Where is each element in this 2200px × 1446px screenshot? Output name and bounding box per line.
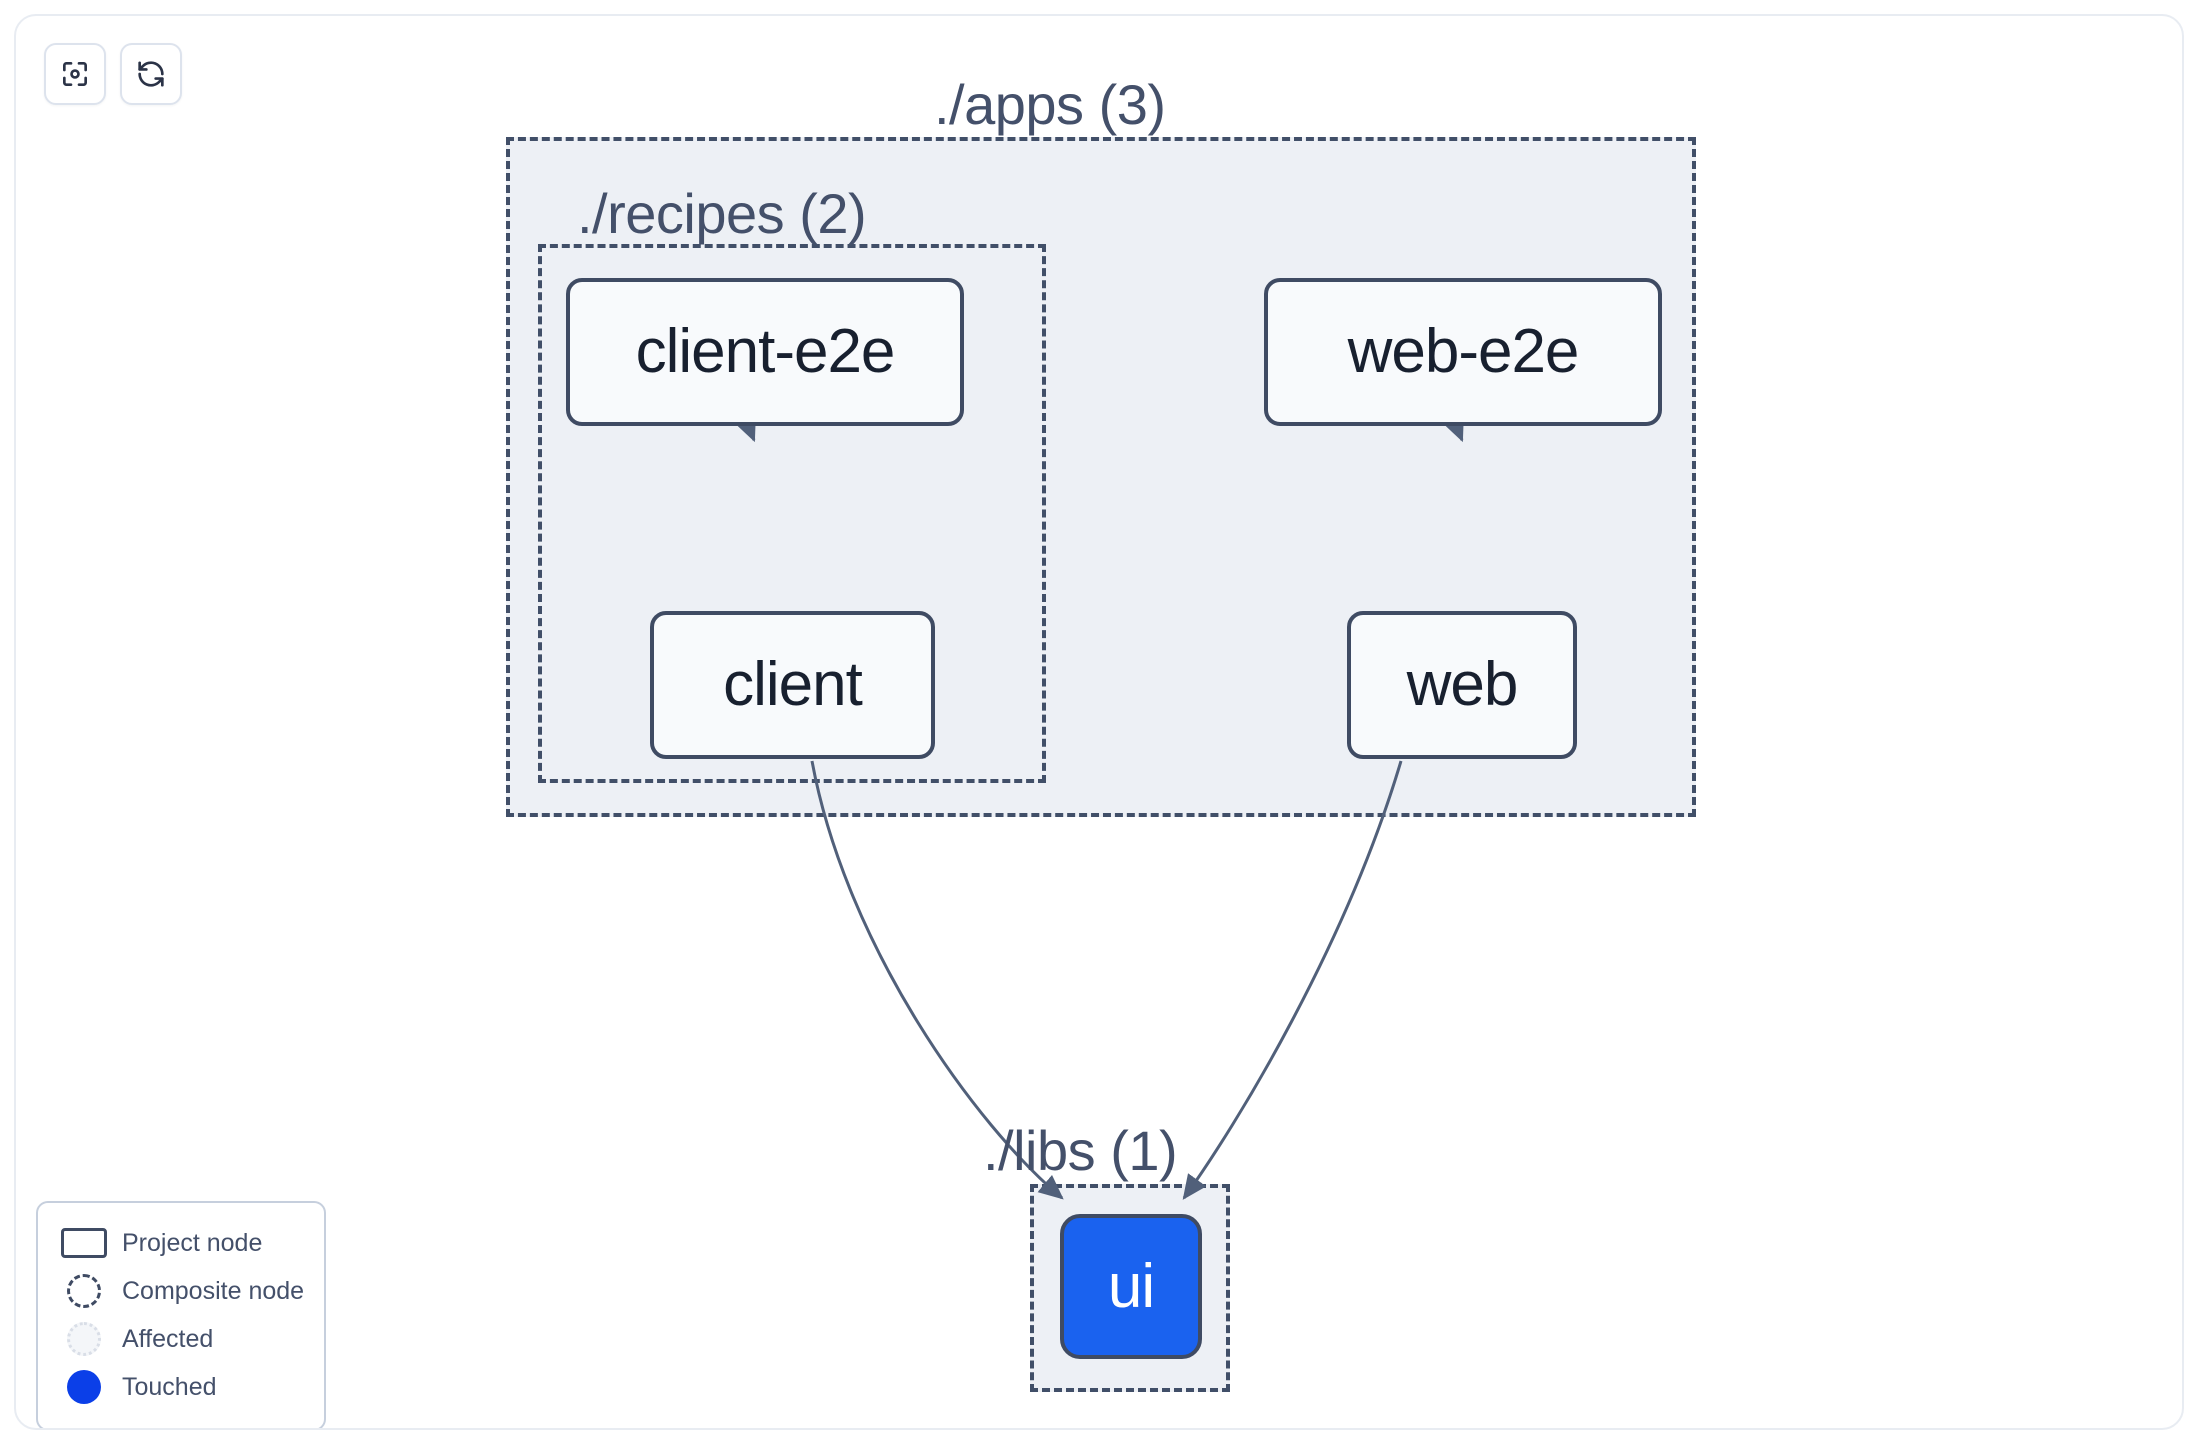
legend-item-touched: Touched [56, 1363, 306, 1411]
node-label: web [1406, 650, 1519, 719]
graph-toolbar [44, 43, 182, 105]
node-label: web-e2e [1347, 317, 1580, 386]
legend-label: Affected [122, 1324, 214, 1353]
touched-swatch [56, 1370, 112, 1404]
node-web-e2e[interactable]: web-e2e [1264, 278, 1662, 426]
legend-label: Touched [122, 1372, 217, 1401]
node-label: client-e2e [635, 317, 896, 386]
legend-label: Project node [122, 1228, 263, 1257]
node-client-e2e[interactable]: client-e2e [566, 278, 964, 426]
graph-canvas[interactable]: ./apps (3) ./recipes (2) ./libs (1) impl… [14, 14, 2184, 1430]
composite-node-swatch [56, 1274, 112, 1308]
affected-swatch [56, 1322, 112, 1356]
legend-label: Composite node [122, 1276, 305, 1305]
legend-item-project-node: Project node [56, 1219, 306, 1267]
refresh-icon [135, 58, 167, 90]
legend-item-composite-node: Composite node [56, 1267, 306, 1315]
node-client[interactable]: client [650, 611, 935, 759]
group-apps-label: ./apps (3) [934, 73, 1166, 136]
node-label: client [723, 650, 863, 719]
project-node-swatch [56, 1228, 112, 1258]
edge-web-ui [1182, 760, 1403, 1200]
group-libs-label: ./libs (1) [983, 1119, 1178, 1182]
focus-button[interactable] [44, 43, 106, 105]
focus-icon [59, 58, 91, 90]
group-recipes-label: ./recipes (2) [577, 182, 867, 245]
node-web[interactable]: web [1347, 611, 1577, 759]
graph-legend: Project node Composite node Affected Tou… [36, 1201, 326, 1428]
node-ui[interactable]: ui [1060, 1214, 1202, 1359]
refresh-button[interactable] [120, 43, 182, 105]
node-label: ui [1107, 1251, 1155, 1321]
legend-item-affected: Affected [56, 1315, 306, 1363]
